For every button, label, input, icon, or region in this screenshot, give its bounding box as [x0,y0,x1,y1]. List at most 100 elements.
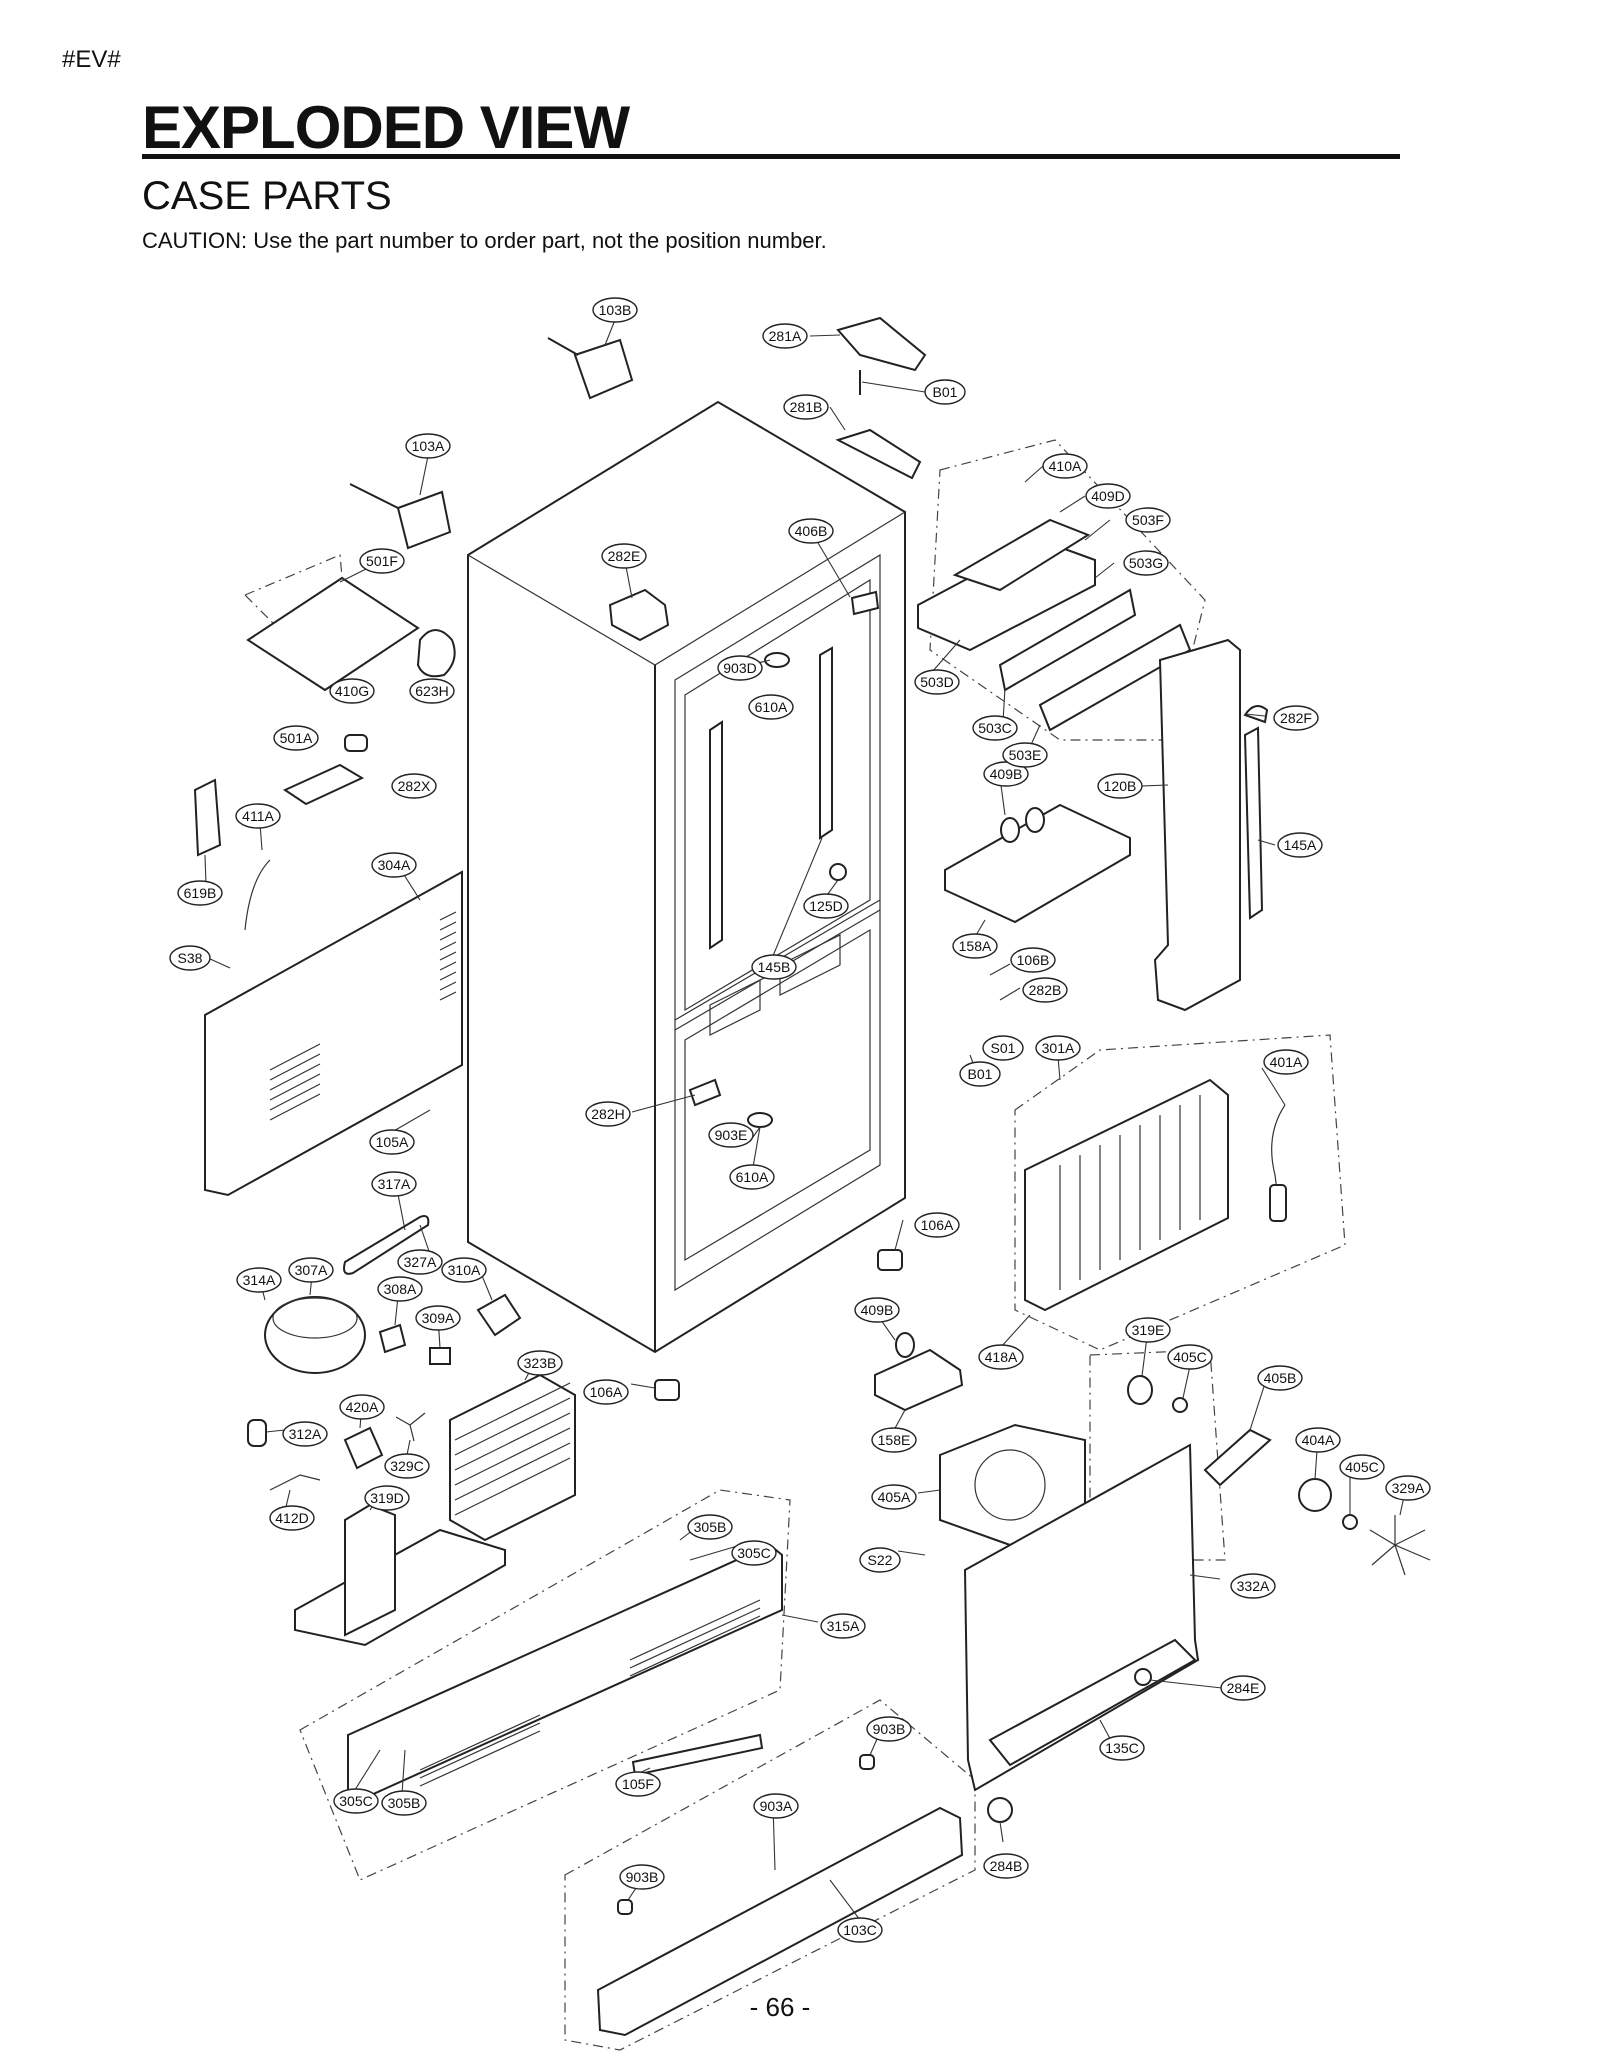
svg-text:317A: 317A [378,1176,411,1192]
callout-610a-lower: 610A [729,1164,775,1190]
callout-145a: 145A [1277,832,1323,858]
svg-text:412D: 412D [275,1510,308,1526]
callout-120b: 120B [1097,773,1143,799]
motor-404a [1298,1478,1332,1512]
part-308a [378,1323,407,1354]
callout-310a: 310A [441,1257,487,1283]
svg-text:106A: 106A [921,1217,954,1233]
callout-418a: 418A [978,1344,1024,1370]
svg-text:405C: 405C [1173,1349,1206,1365]
svg-text:106B: 106B [1017,952,1050,968]
svg-text:406B: 406B [795,523,828,539]
svg-text:327A: 327A [404,1254,437,1270]
capacitor-312a [247,1419,267,1447]
callout-409b-lower: 409B [854,1297,900,1323]
callout-903b-upper: 903B [866,1716,912,1742]
callout-103b: 103B [592,297,638,323]
callout-284b: 284B [983,1853,1029,1879]
svg-text:282E: 282E [608,548,641,564]
callout-309a: 309A [415,1305,461,1331]
svg-text:420A: 420A [346,1399,379,1415]
document-tag: #EV# [62,46,121,73]
svg-text:405C: 405C [1345,1459,1378,1475]
svg-text:619B: 619B [184,885,217,901]
svg-text:145A: 145A [1284,837,1317,853]
bracket-406b [850,590,880,616]
housing-410a [952,518,1091,592]
callout-411a: 411A [235,803,281,829]
compressor-307a [264,1296,366,1374]
svg-text:106A: 106A [590,1384,623,1400]
callout-308a: 308A [377,1276,423,1302]
callout-401a: 401A [1263,1049,1309,1075]
part-903d [764,652,790,668]
callout-903d: 903D [717,655,763,681]
callout-145b: 145B [751,954,797,980]
svg-text:405A: 405A [878,1489,911,1505]
svg-text:312A: 312A [289,1426,322,1442]
callout-317a: 317A [371,1171,417,1197]
harness-619b [193,778,222,857]
pcb-503c [998,588,1137,692]
svg-text:304A: 304A [378,857,411,873]
bulb-409b-upper-2 [1025,807,1045,833]
pin-903b-left [617,1899,633,1915]
callout-305c-lower: 305C [333,1788,379,1814]
callout-903e: 903E [708,1122,754,1148]
leveling-legs [654,1249,903,1401]
connector-401a [1269,1184,1287,1222]
svg-text:305C: 305C [339,1793,372,1809]
svg-text:135C: 135C [1105,1740,1138,1756]
svg-text:282F: 282F [1280,710,1312,726]
callout-327a: 327A [397,1249,443,1275]
svg-text:329A: 329A [1392,1480,1425,1496]
svg-text:903B: 903B [873,1721,906,1737]
callout-305b-upper: 305B [687,1514,733,1540]
left-upper-parts [193,576,456,931]
condenser-parts [1024,1078,1287,1312]
callout-404a: 404A [1295,1427,1341,1453]
callout-307a: 307A [288,1257,334,1283]
callout-s22: S22 [859,1547,901,1573]
callout-610a-upper: 610A [748,694,794,720]
callout-503g: 503G [1123,550,1169,576]
caution-note: CAUTION: Use the part number to order pa… [142,228,827,253]
callout-420a: 420A [339,1394,385,1420]
title-underline [142,154,1400,159]
callout-503f: 503F [1125,507,1171,533]
duct-120b [1153,638,1241,1012]
part-319e [1127,1375,1153,1405]
machine-room-cover [204,870,463,1197]
callout-s38: S38 [169,945,211,971]
callout-282e: 282E [601,543,647,569]
leg-106a-left [654,1379,680,1401]
callout-105a: 105A [369,1129,415,1155]
callout-158e: 158E [871,1427,917,1453]
callout-409d: 409D [1085,483,1131,509]
part-309a [429,1347,451,1365]
callout-405a: 405A [871,1484,917,1510]
callout-105f: 105F [615,1771,661,1797]
callout-619b: 619B [177,880,223,906]
callout-323b: 323B [517,1350,563,1376]
control-box-parts [917,518,1192,732]
right-duct-parts [1153,638,1269,1012]
svg-text:418A: 418A [985,1349,1018,1365]
condenser-301a [1024,1078,1229,1312]
interior-parts [608,588,880,1128]
svg-text:309A: 309A [422,1310,455,1326]
callout-282b: 282B [1022,977,1068,1003]
callout-623h: 623H [409,678,455,704]
svg-text:501A: 501A [280,730,313,746]
svg-text:410A: 410A [1049,458,1082,474]
svg-text:284E: 284E [1227,1680,1260,1696]
callout-314a: 314A [236,1267,282,1293]
page-number: - 66 - [749,1992,811,2022]
bushing-405c-upper [1172,1397,1188,1413]
svg-text:503G: 503G [1129,555,1163,571]
page-title: EXPLODED VIEW [142,94,630,161]
callout-103c: 103C [837,1917,883,1943]
relay-310a [476,1293,522,1337]
callout-329a: 329A [1385,1475,1431,1501]
